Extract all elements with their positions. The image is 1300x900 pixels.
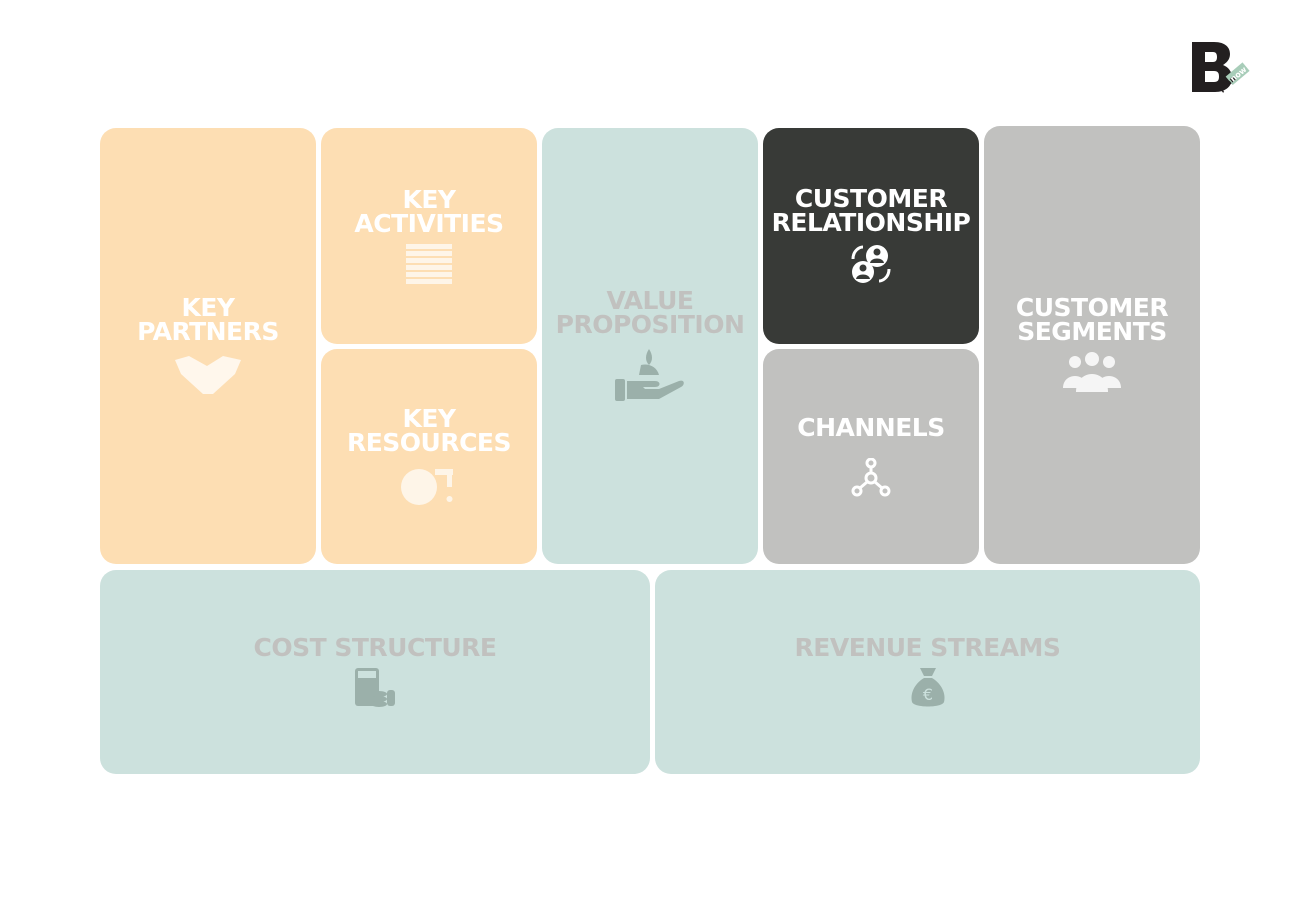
svg-text:€: € xyxy=(922,685,932,704)
money-bag-euro-icon: € xyxy=(911,668,944,707)
channels-block[interactable]: CHANNELS xyxy=(763,349,979,564)
users-exchange-icon xyxy=(851,245,891,283)
globe-tap-icon xyxy=(401,468,453,505)
revenue-streams-title: REVENUE STREAMS xyxy=(794,633,1061,662)
revenue-streams-block[interactable]: REVENUE STREAMS € xyxy=(655,570,1200,774)
calculator-coins-icon xyxy=(355,668,395,707)
list-icon xyxy=(406,244,452,284)
cost-structure-block[interactable]: COST STRUCTURE xyxy=(100,570,650,774)
cost-structure-title: COST STRUCTURE xyxy=(253,633,498,662)
channels-title: CHANNELS xyxy=(797,412,945,442)
bplannow-logo: plan now xyxy=(1192,42,1262,97)
group-icon xyxy=(1063,352,1121,392)
hand-plant-icon xyxy=(615,349,684,401)
handshake-icon xyxy=(175,356,241,394)
network-icon xyxy=(851,457,891,496)
